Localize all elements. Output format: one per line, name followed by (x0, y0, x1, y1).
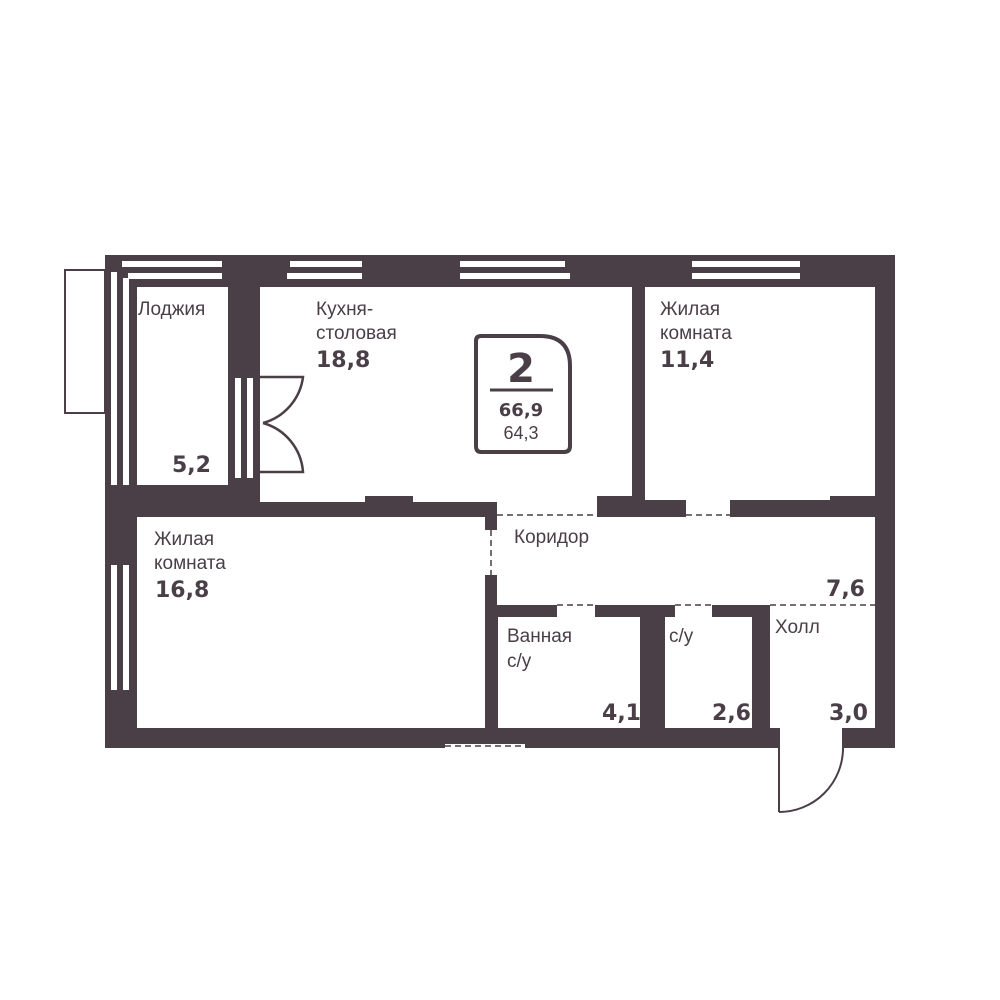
wc-floor (665, 617, 752, 728)
corridor-area: 7,6 (826, 577, 865, 602)
hall-floor (770, 605, 875, 728)
wc-area: 2,6 (712, 701, 751, 726)
window (122, 261, 222, 267)
bedroom-large-area: 16,8 (155, 578, 209, 603)
bedroom-large-floor (137, 517, 485, 728)
corridor-label: Коридор (514, 527, 589, 548)
window (692, 261, 800, 267)
entrance-door (778, 747, 844, 813)
hall-area: 3,0 (829, 701, 868, 726)
window (290, 261, 362, 267)
bedroom-small-area: 11,4 (660, 348, 714, 373)
bedroom-large-label-2: комната (154, 553, 226, 574)
loggia-floor (137, 287, 228, 485)
bedroom-large-label-1: Жилая (154, 529, 214, 550)
hall-label: Холл (775, 617, 820, 638)
living-area: 64,3 (503, 423, 538, 443)
wc-label: с/у (669, 626, 694, 647)
loggia-area: 5,2 (172, 453, 211, 478)
kitchen-area: 18,8 (316, 348, 370, 373)
bathroom-area: 4,1 (602, 701, 641, 726)
kitchen-label-1: Кухня- (316, 299, 373, 320)
bedroom-small-label-2: комната (660, 323, 732, 344)
kitchen-door (260, 375, 305, 474)
corridor-floor (497, 517, 875, 605)
window (460, 261, 565, 267)
bathroom-floor (498, 617, 640, 728)
kitchen-label-2: столовая (316, 323, 397, 344)
window (111, 565, 117, 690)
total-area: 66,9 (499, 400, 543, 421)
room-interiors (111, 261, 875, 748)
dashed-openings (445, 514, 875, 747)
bedroom-small-label-1: Жилая (660, 299, 720, 320)
balcony-rail (64, 269, 106, 414)
bedroom-small-floor (645, 287, 875, 496)
apartment-badge: 2 66,9 64,3 (474, 334, 572, 454)
loggia-label: Лоджия (138, 299, 205, 320)
bathroom-label-2: с/у (507, 651, 532, 672)
room-count: 2 (507, 346, 535, 392)
bathroom-label-1: Ванная (507, 626, 572, 647)
